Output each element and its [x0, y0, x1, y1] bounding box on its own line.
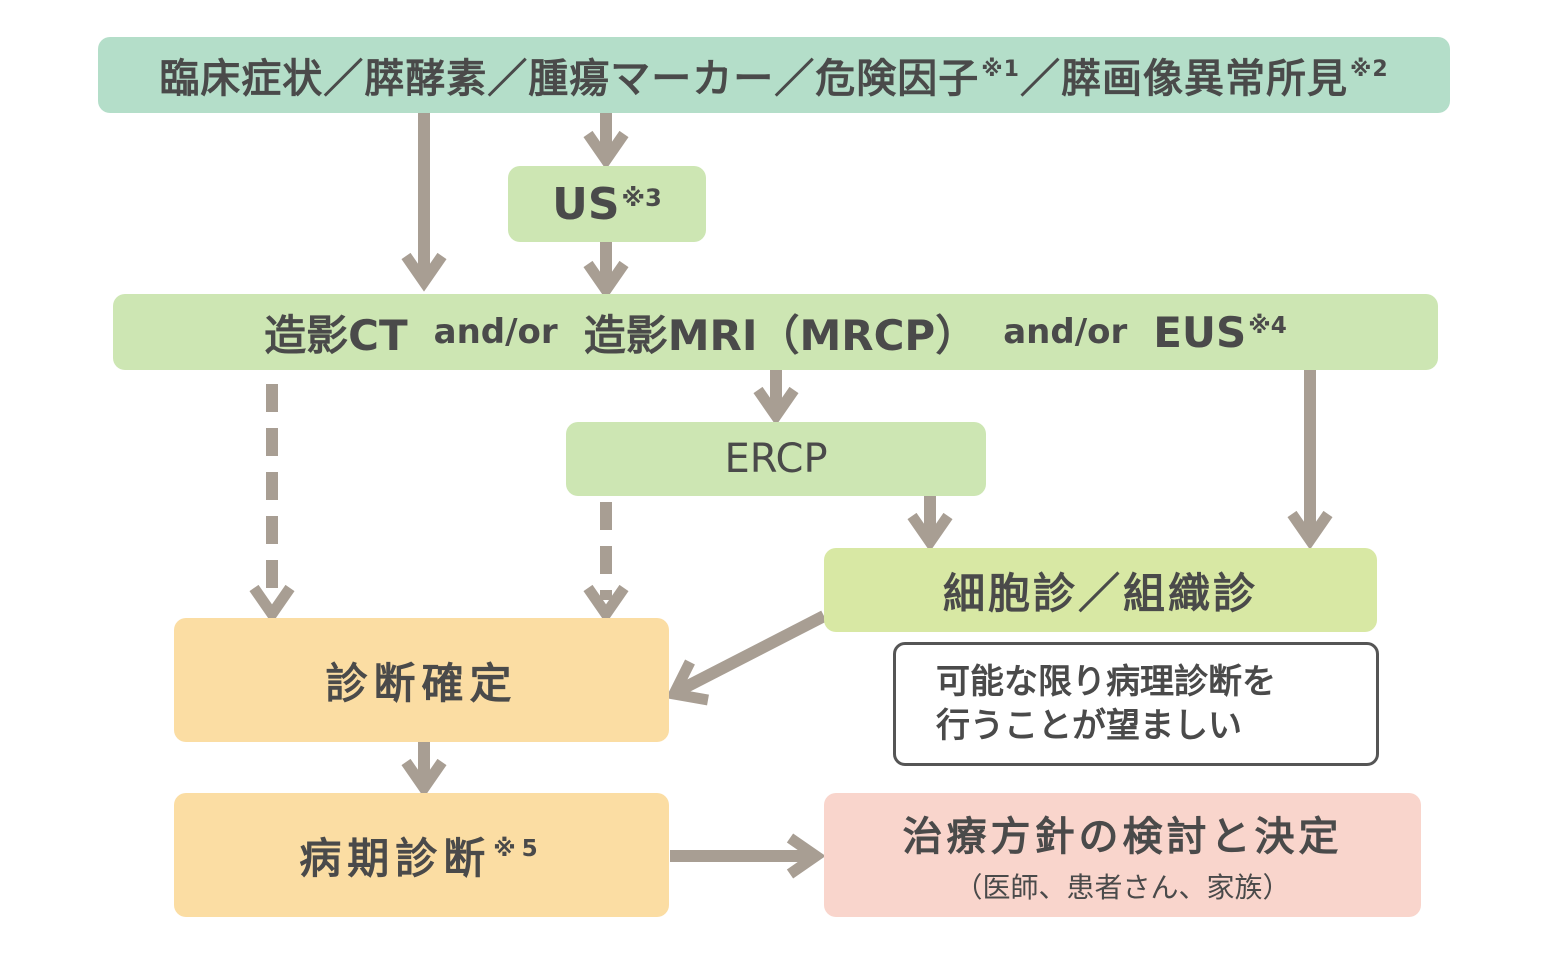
- pathology-note: 可能な限り病理診断を 行うことが望ましい: [893, 642, 1379, 766]
- arrow-ercp-to-cytology: [907, 496, 953, 552]
- staging-note: ※5: [493, 836, 544, 863]
- pathology-note-line-1: 可能な限り病理診断を: [936, 662, 1276, 702]
- us-note: ※3: [621, 183, 662, 212]
- eus-note: ※4: [1248, 313, 1287, 340]
- treatment-participants: （医師、患者さん、家族）: [954, 871, 1291, 904]
- arrow-imaging-to-ercp: [753, 370, 799, 426]
- eus-label: EUS: [1153, 307, 1247, 357]
- symptoms-text: 臨床症状／膵酵素／腫瘍マーカー／危険因子: [159, 56, 980, 102]
- and-or-label-2: and/or: [1003, 312, 1128, 352]
- contrast-ct-label: 造影CT: [264, 310, 408, 360]
- diagnosis-box: 診断確定: [174, 618, 669, 742]
- arrow-cytology-to-diagnosis: [665, 610, 827, 706]
- treatment-label: 治療方針の検討と決定: [902, 814, 1343, 860]
- dashed-arrow-imaging-to-diagnosis: [249, 384, 295, 624]
- cytology-label: 細胞診／組織診: [942, 568, 1258, 618]
- arrow-us-to-imaging: [583, 242, 629, 300]
- symptoms-note-2: ※2: [1350, 57, 1389, 82]
- us-box: US※3: [508, 166, 706, 242]
- arrow-symptoms-to-imaging: [401, 112, 447, 292]
- imaging-box: 造影CT and/or 造影MRI（MRCP） and/or EUS※4: [113, 294, 1438, 370]
- treatment-box: 治療方針の検討と決定 （医師、患者さん、家族）: [824, 793, 1421, 917]
- pathology-note-line-2: 行うことが望ましい: [936, 706, 1242, 746]
- dashed-arrow-ercp-to-diagnosis: [583, 502, 629, 624]
- cytology-box: 細胞診／組織診: [824, 548, 1377, 632]
- symptoms-text-2: ／膵画像異常所見: [1020, 56, 1348, 102]
- contrast-mri-label: 造影MRI（MRCP）: [583, 310, 978, 360]
- diagnosis-label: 診断確定: [325, 658, 518, 708]
- and-or-label-1: and/or: [433, 312, 558, 352]
- arrow-staging-to-treatment: [670, 833, 826, 879]
- symptoms-note-1: ※1: [981, 57, 1020, 82]
- arrow-imaging-to-cytology: [1287, 370, 1333, 550]
- symptoms-box: 臨床症状／膵酵素／腫瘍マーカー／危険因子※1／膵画像異常所見※2: [98, 37, 1450, 113]
- staging-label: 病期診断: [299, 833, 492, 883]
- ercp-box: ERCP: [566, 422, 986, 496]
- arrow-diagnosis-to-staging: [401, 742, 447, 798]
- ercp-label: ERCP: [724, 436, 828, 482]
- staging-box: 病期診断※5: [174, 793, 669, 917]
- us-label: US: [552, 178, 620, 230]
- arrow-symptoms-to-us: [583, 112, 629, 170]
